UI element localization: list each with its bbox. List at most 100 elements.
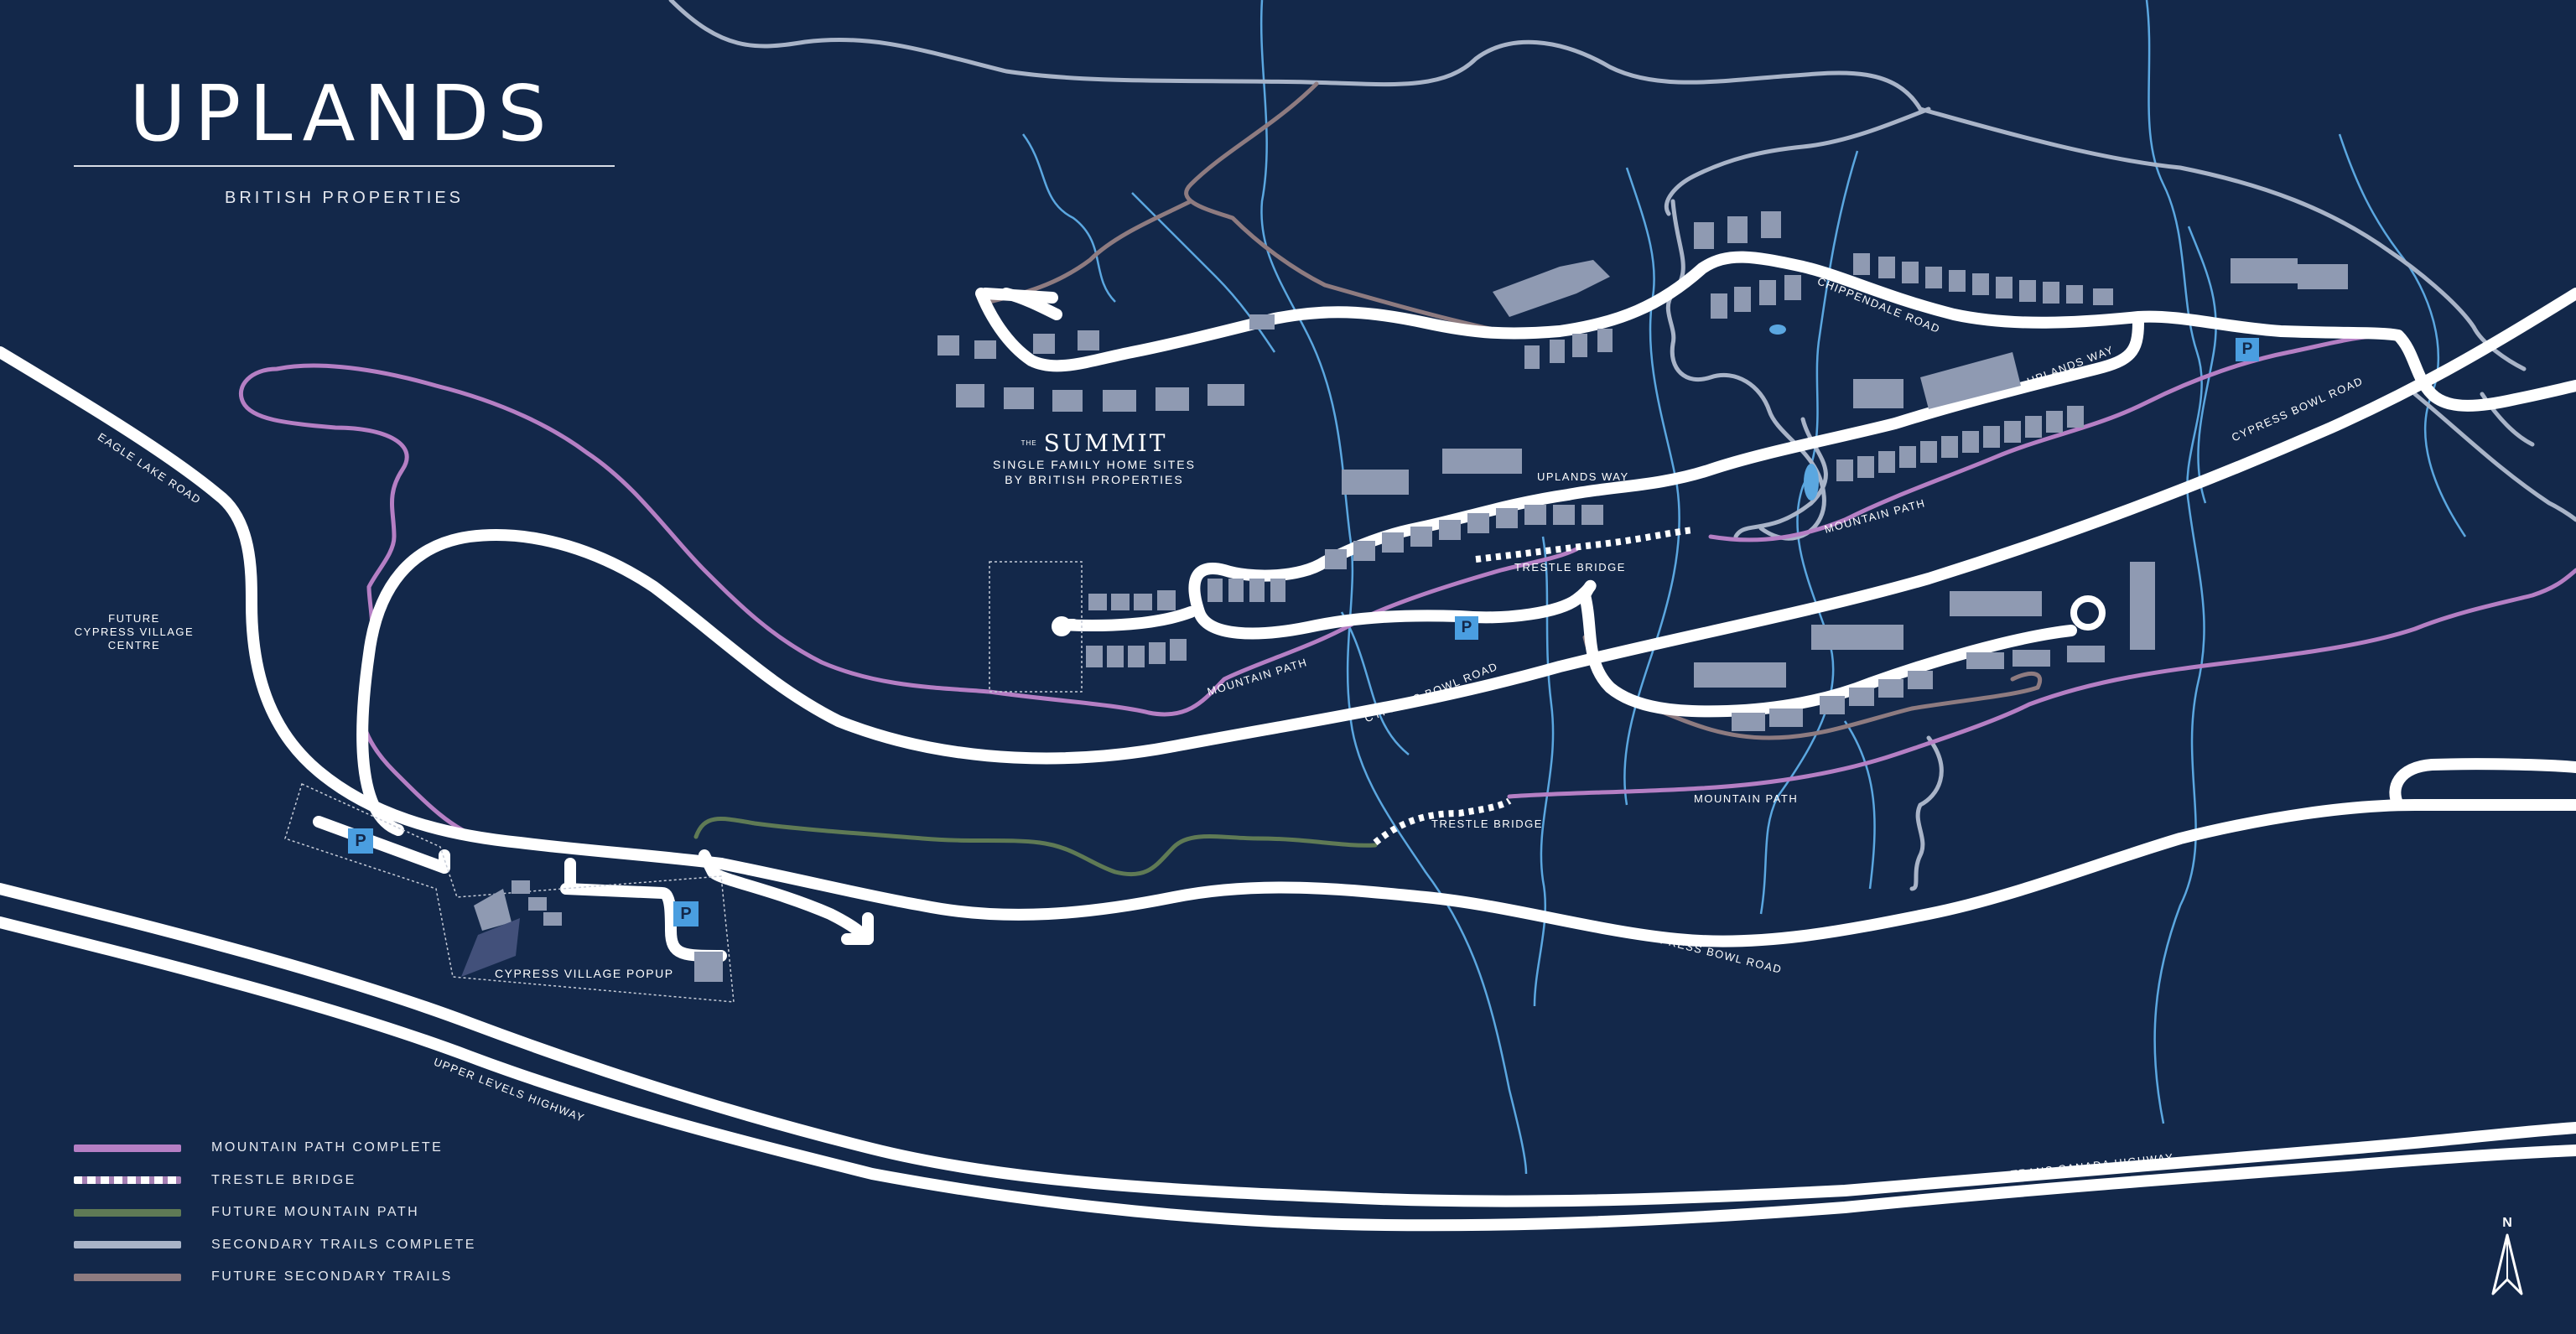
future-mountain-path [693,817,1378,877]
legend-swatch-secondary-trails [74,1241,181,1249]
creeks [1021,0,2467,1175]
mountain-paths [239,333,2576,841]
mountain-path-north [1708,333,2392,542]
cypress-bowl-road-east-spur [2389,758,2576,811]
building [1208,384,1244,406]
building [1325,549,1347,569]
building [1920,352,2021,409]
building [1170,639,1187,661]
building [1111,594,1130,610]
building [1088,594,1107,610]
building [1878,679,1903,698]
building [1581,505,1603,525]
building [512,880,530,894]
legend-label: TRESTLE BRIDGE [211,1172,356,1187]
building [1004,387,1034,409]
building [974,340,996,359]
building [1769,709,1803,727]
building [1439,520,1461,540]
building [1694,662,1786,688]
parking-marker-village-east: P [673,901,699,927]
building [1694,222,1714,249]
building [1972,273,1989,295]
building [1496,508,1518,528]
building [1524,345,1540,369]
building [2025,416,2042,438]
legend-label: FUTURE MOUNTAIN PATH [211,1205,420,1220]
ridge-trail [668,0,2527,371]
building [1410,527,1432,547]
summit-cul-de-sac-west [1055,606,1197,632]
building [956,384,984,407]
legend-item: MOUNTAIN PATH COMPLETE [74,1132,476,1165]
future-village-line-1: FUTURE [108,612,160,625]
building [2067,406,2084,428]
building [1228,579,1244,602]
building [2067,646,2105,662]
pond-north [1769,324,1786,335]
future-village-line-2: CYPRESS VILLAGE [74,625,195,638]
legend-item: TRESTLE BRIDGE [74,1165,476,1197]
upper-trail [1664,106,1931,216]
summit-name: SUMMIT [1043,429,1168,457]
building [1149,642,1166,664]
legend-label: SECONDARY TRAILS COMPLETE [211,1237,476,1252]
building [1908,671,1933,689]
building [2130,562,2155,650]
village-arrow-road [699,849,874,945]
building [1820,696,1845,714]
building [528,897,547,911]
summit-spur-east [979,288,1058,304]
building [1249,314,1275,330]
creek-9 [2338,133,2467,537]
building [1899,446,1916,468]
building [1086,646,1103,667]
building [1467,513,1489,533]
legend-swatch-mountain-path [74,1144,181,1152]
village-arrowhead [841,912,874,945]
building [1382,532,1404,553]
building [694,952,723,982]
building [1208,579,1223,602]
parking-marker-summit: P [1455,616,1478,640]
trestle-bridge-south [1373,797,1512,846]
creek-11 [1843,720,1876,890]
building [1920,441,1937,463]
building [1353,541,1375,561]
label-mountain-path-south: MOUNTAIN PATH [1694,792,1799,805]
building [2231,258,2298,283]
map-legend: MOUNTAIN PATH COMPLETE TRESTLE BRIDGE FU… [74,1132,476,1294]
building [1078,330,1099,350]
building [1553,505,1575,525]
building [1103,390,1136,412]
roads [0,251,2576,1232]
lot-boundaries [284,561,1083,1003]
label-trestle-bridge-north: TRESTLE BRIDGE [1514,561,1626,574]
building [2046,411,2063,433]
legend-label: FUTURE SECONDARY TRAILS [211,1269,453,1285]
building [937,335,959,356]
east-trail [2412,392,2576,522]
map-subtitle: BRITISH PROPERTIES [224,189,464,207]
mountain-path-south [1507,568,2576,799]
building [543,912,562,926]
legend-item: FUTURE SECONDARY TRAILS [74,1261,476,1294]
building [1270,579,1285,602]
building [1727,216,1748,243]
building [1734,287,1751,312]
uplands-cul-de-sac [2070,595,2106,631]
future-village-label: FUTURE CYPRESS VILLAGE CENTRE [59,612,210,652]
building [1107,646,1124,667]
building [1962,431,1979,453]
building [1836,459,1853,481]
building [1902,262,1919,283]
summit-prefix: THE [1021,439,1037,447]
trestle-bridges [1373,527,1695,846]
map-title: UPLANDS [129,69,555,158]
lower-trail [1909,735,1944,891]
building [1597,329,1613,352]
legend-item: FUTURE MOUNTAIN PATH [74,1196,476,1229]
